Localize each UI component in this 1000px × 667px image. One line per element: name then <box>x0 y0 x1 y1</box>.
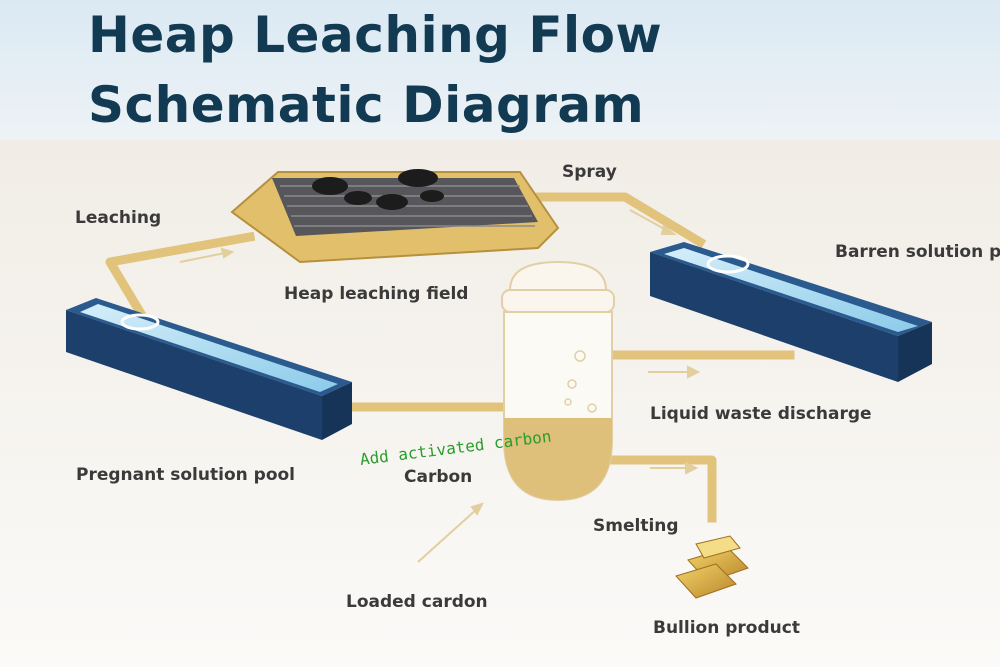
label-pregnant-pool: Pregnant solution pool <box>76 465 295 485</box>
heap-leaching-field <box>230 169 560 264</box>
label-leaching: Leaching <box>75 208 162 228</box>
label-liquid-waste: Liquid waste discharge <box>650 404 872 424</box>
gold-bullion-icon <box>675 535 749 599</box>
label-smelting: Smelting <box>593 516 679 536</box>
pipe-tank-to-smelting <box>595 455 717 523</box>
pipe-pregnant-to-heap <box>105 231 256 319</box>
label-loaded-carbon: Loaded cardon <box>346 592 488 612</box>
label-carbon: Carbon <box>404 467 473 487</box>
sky-background <box>0 0 1000 145</box>
pipe-network <box>105 192 795 523</box>
adsorption-tank <box>501 260 615 502</box>
page-title-line-1: Heap Leaching Flow <box>88 6 663 64</box>
pregnant-solution-pool <box>66 298 352 440</box>
label-barren-pool: Barren solution po <box>835 242 1000 262</box>
barren-solution-pool <box>650 242 932 382</box>
label-spray: Spray <box>562 162 617 182</box>
label-heap-field: Heap leaching field <box>284 284 469 304</box>
label-bullion: Bullion product <box>653 618 800 638</box>
pipe-heap-to-barren <box>535 192 707 249</box>
flow-arrows <box>179 209 701 563</box>
page-title-line-2: Schematic Diagram <box>88 76 645 134</box>
